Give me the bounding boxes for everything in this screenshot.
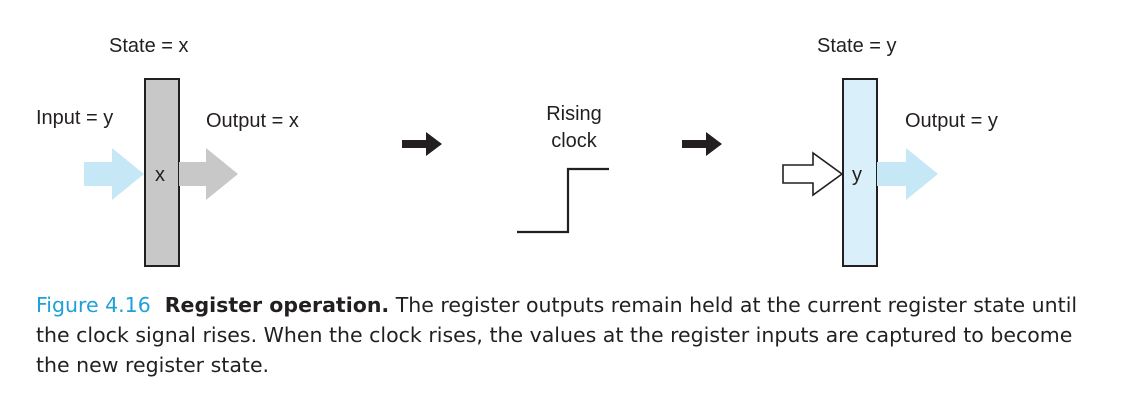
figure-caption: Figure 4.16 Register operation. The regis… <box>36 290 1106 380</box>
register-value-after: y <box>852 164 862 186</box>
caption-text: The register outputs remain held at the … <box>36 293 1078 377</box>
figure-title: Register operation. <box>164 293 390 317</box>
register-after <box>842 78 878 267</box>
output-arrow-before <box>179 148 238 200</box>
input-arrow <box>84 148 144 200</box>
output-arrow-after <box>877 148 938 200</box>
state-label-after: State = y <box>817 35 897 57</box>
figure-number: Figure 4.16 <box>36 293 151 317</box>
register-value-before: x <box>155 164 165 186</box>
clock-label-line2: clock <box>551 130 598 152</box>
transition-arrow-2 <box>682 132 722 156</box>
output-label-before: Output = x <box>206 110 299 132</box>
output-label-after: Output = y <box>905 110 998 132</box>
input-label: Input = y <box>36 107 113 129</box>
register-operation-diagram: State = x Input = y Output = x x Rising … <box>36 35 998 267</box>
state-label-before: State = x <box>109 35 189 57</box>
captured-input-arrow <box>782 151 844 197</box>
register-before <box>144 78 180 267</box>
clock-label-line1: Rising <box>546 103 602 125</box>
transition-arrow-1 <box>402 132 442 156</box>
rising-clock-edge <box>517 167 609 234</box>
